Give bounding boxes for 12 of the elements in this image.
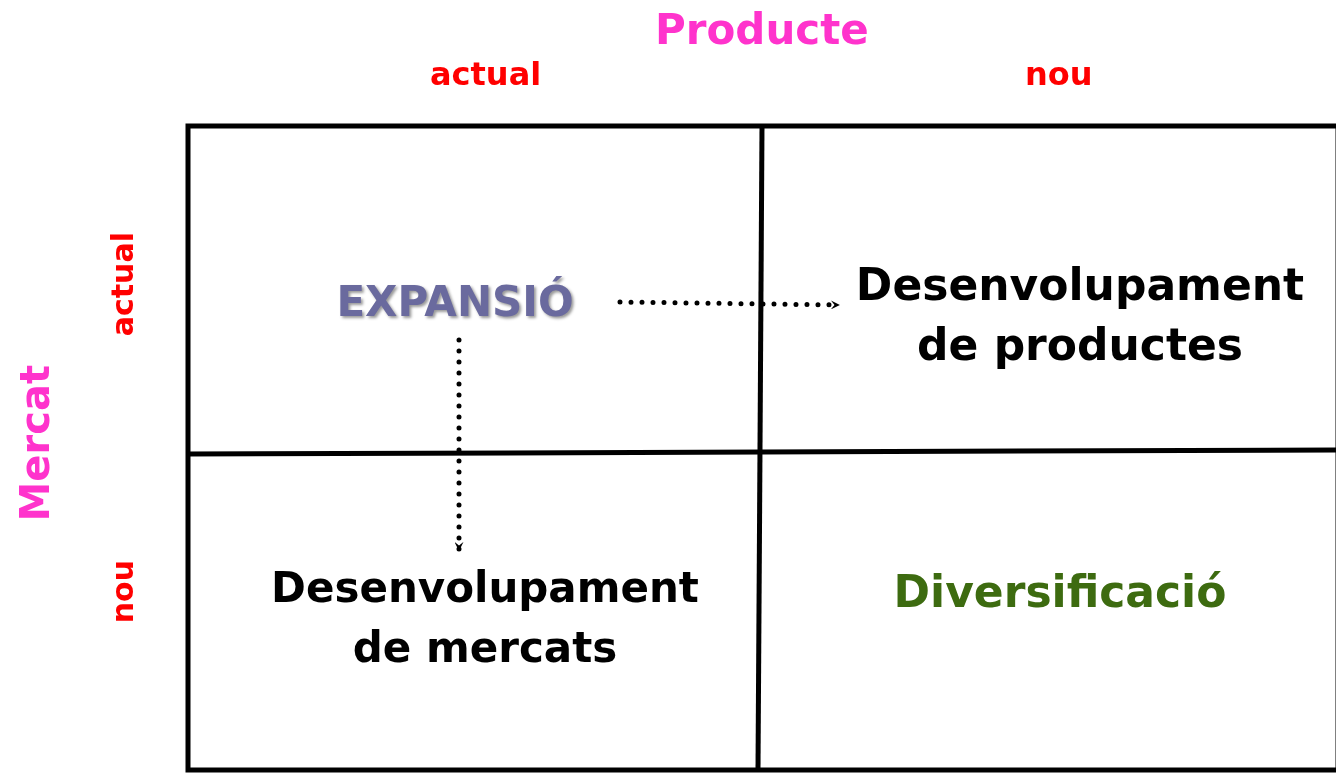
axis-label: actual [105,232,140,337]
quadrant-label: Diversificació [860,562,1260,622]
dotted-arrow [617,299,842,310]
axis-label: nou [105,560,140,624]
axis-label: Producte [655,5,869,54]
axis-label: actual [430,55,542,93]
axis-label: nou [1025,55,1093,93]
quadrant-label: Desenvolupament de mercats [270,558,700,678]
axis-label: Mercat [12,365,58,522]
quadrant-label: Desenvolupament de productes [845,255,1315,375]
dotted-arrow [454,337,464,553]
quadrant-label: EXPANSIÓ [310,272,600,332]
